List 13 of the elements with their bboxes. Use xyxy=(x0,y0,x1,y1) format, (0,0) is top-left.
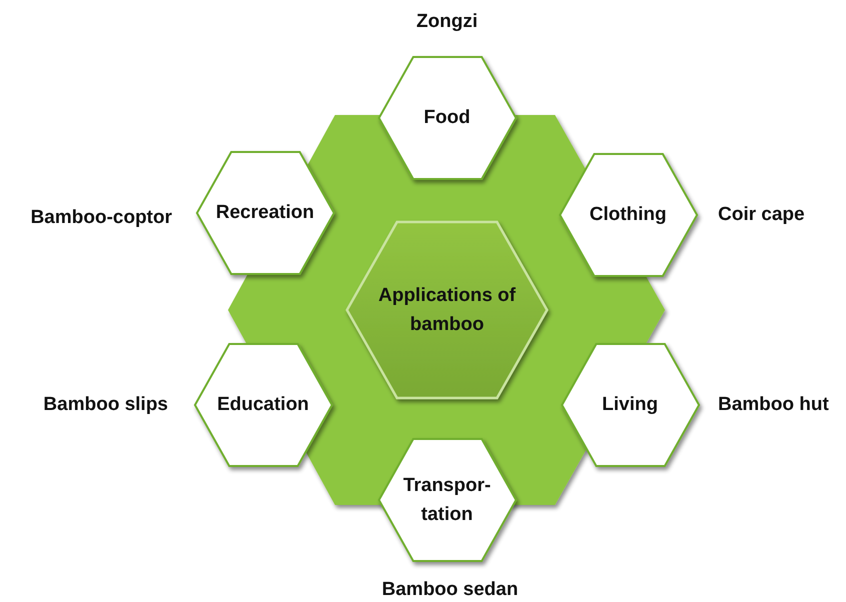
node-label: Applications of bamboo xyxy=(377,284,517,337)
node-label: Recreation xyxy=(216,201,314,226)
node-label: Clothing xyxy=(589,203,667,228)
node-label: Food xyxy=(424,106,470,130)
example-label: Bamboo slips xyxy=(43,394,168,416)
example-label: Zongzi xyxy=(416,11,478,33)
node-label: Education xyxy=(217,393,309,418)
example-label: Coir cape xyxy=(718,204,805,226)
example-label: Bamboo sedan xyxy=(382,579,518,601)
example-label: Bamboo-coptor xyxy=(30,207,172,229)
node-label: Transpor- tation xyxy=(402,474,492,527)
example-label: Bamboo hut xyxy=(718,394,829,416)
node-label: Living xyxy=(602,393,658,418)
